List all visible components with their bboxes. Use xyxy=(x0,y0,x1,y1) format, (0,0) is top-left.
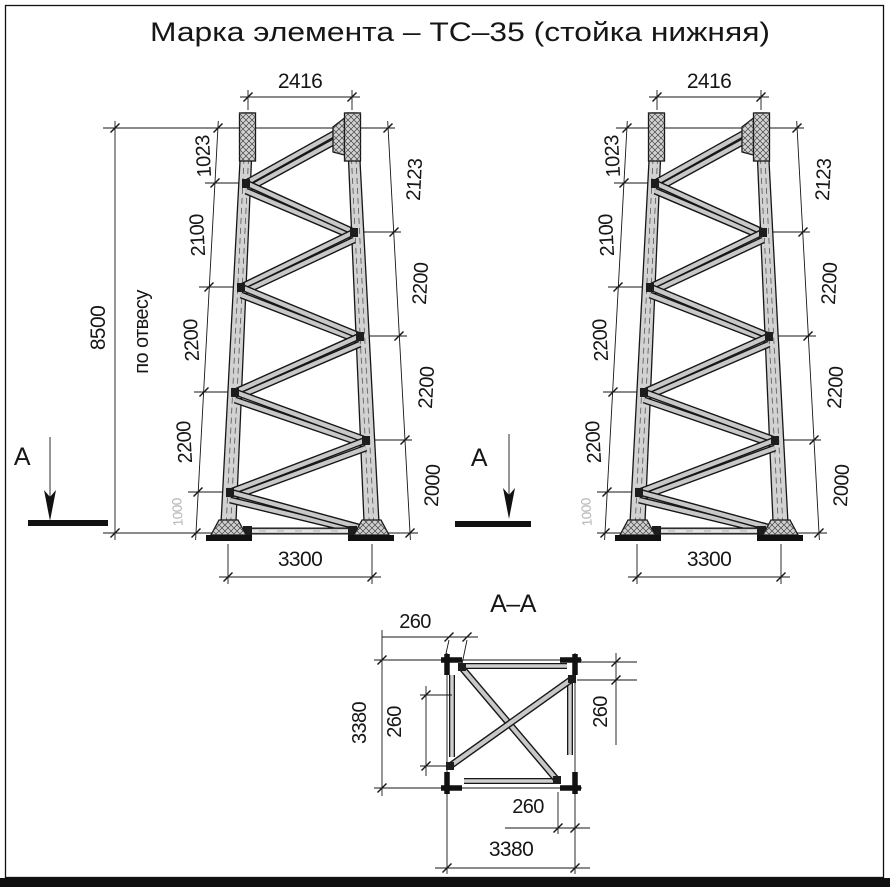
dim-8500: 8500 xyxy=(87,306,110,350)
section-dim-bottom-inner: 260 xyxy=(505,792,590,834)
section-view: А–А xyxy=(349,590,637,874)
section-marker-letter: А xyxy=(14,443,31,471)
section-arrow-icon xyxy=(503,488,515,519)
section-dim-right-inner: 260 xyxy=(577,653,637,745)
dim-260-left: 260 xyxy=(384,706,406,738)
sheet-bottom-bar xyxy=(0,878,890,887)
dim-260-right: 260 xyxy=(590,696,612,728)
drawing-title: Марка элемента – ТС–35 (стойка нижняя) xyxy=(150,17,770,47)
section-marker-letter: А xyxy=(471,444,488,472)
sheet-border xyxy=(4,4,885,879)
dim-3380-bottom: 3380 xyxy=(489,838,533,861)
section-dim-left-inner: 260 xyxy=(384,686,452,776)
dim-note-plumb: по отвесу xyxy=(131,290,153,374)
section-x-braces xyxy=(446,663,576,784)
section-side-members xyxy=(449,663,573,784)
section-title: А–А xyxy=(490,590,537,618)
section-dim-bottom-overall: 3380 xyxy=(435,792,590,874)
section-dim-top: 260 xyxy=(382,611,478,665)
section-marker-left: А xyxy=(14,437,108,526)
section-marker-right: А xyxy=(455,434,531,527)
section-arrow-icon xyxy=(44,490,56,521)
dim-260-top: 260 xyxy=(399,611,431,633)
section-dim-left-overall: 3380 xyxy=(349,630,443,796)
dim-260-bottom: 260 xyxy=(512,796,544,818)
section-corner-angles xyxy=(441,654,581,794)
dim-3380-left: 3380 xyxy=(349,701,371,744)
overall-height-dim: 8500 по отвесу xyxy=(87,121,209,540)
